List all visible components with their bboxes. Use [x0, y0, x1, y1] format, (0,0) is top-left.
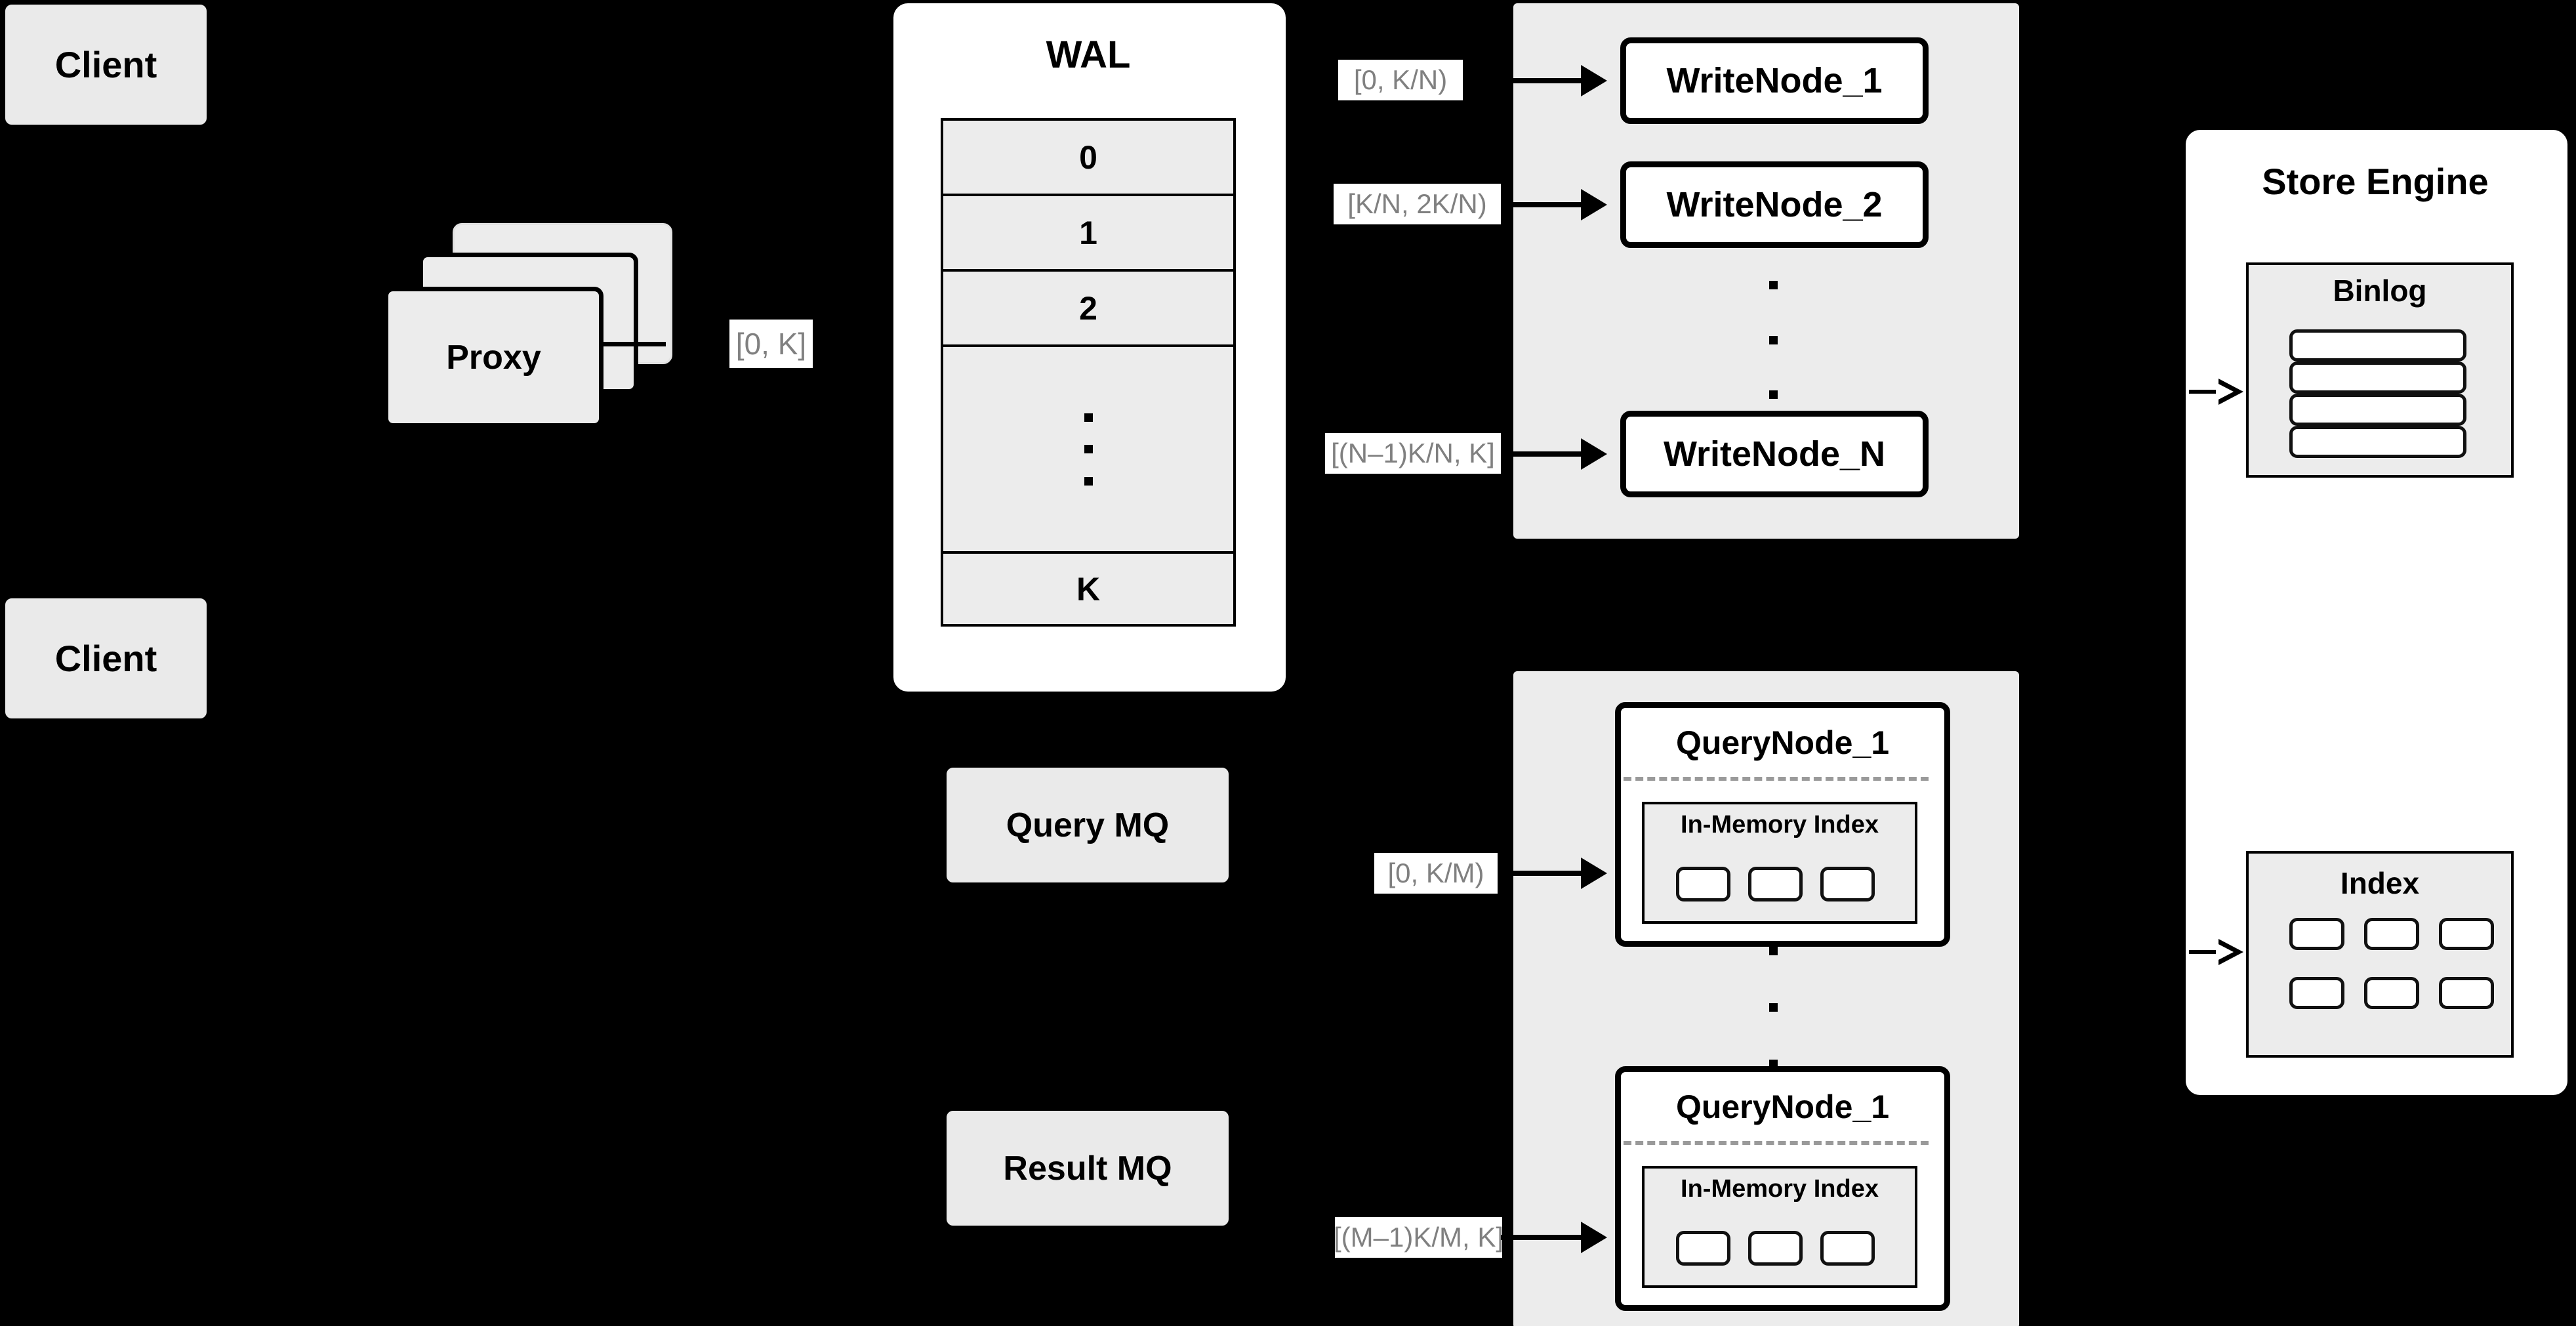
binlog-row-3	[2289, 394, 2466, 426]
query-node-1-label: QueryNode_1	[1621, 724, 1944, 762]
wal-row-1: 1	[943, 196, 1233, 272]
index-cell-6	[2439, 977, 2494, 1009]
query-node-2-in-memory-index: In-Memory Index	[1642, 1166, 1917, 1288]
client-label-2: Client	[54, 638, 157, 679]
query-node-1-index-segment-3	[1820, 867, 1875, 901]
write-node-n[interactable]: WriteNode_N	[1620, 411, 1929, 497]
arrow-line-write-node-n	[1503, 451, 1581, 457]
arrow-head-query-node-1	[1581, 858, 1607, 889]
query-node-1-index-segment-2	[1748, 867, 1803, 901]
wal-row-k-text: K	[1076, 570, 1101, 608]
arrow-head-write-node-2	[1581, 189, 1607, 220]
wal-row-1-text: 1	[1079, 214, 1097, 251]
arrow-line-write-node-2	[1503, 202, 1581, 207]
query-node-1-index-segment-1	[1676, 867, 1730, 901]
query-node-1[interactable]: QueryNode_1 In-Memory Index	[1615, 702, 1950, 947]
range-label-query-node-2: [(M–1)K/M, K]	[1333, 1217, 1504, 1258]
result-mq-label: Result MQ	[1003, 1149, 1172, 1188]
write-node-1[interactable]: WriteNode_1	[1620, 37, 1929, 124]
query-node-2-index-title-text: In-Memory Index	[1681, 1175, 1879, 1203]
wal-row-2: 2	[943, 272, 1233, 347]
wal-title: WAL	[893, 33, 1283, 77]
range-label-proxy-to-wal-text: [0, K]	[735, 327, 807, 361]
query-mq-box[interactable]: Query MQ	[947, 768, 1229, 882]
wal-row-0: 0	[943, 121, 1233, 196]
binlog-panel: Binlog	[2246, 262, 2514, 478]
wal-title-text: WAL	[1046, 33, 1131, 76]
query-mq-label: Query MQ	[1006, 806, 1170, 844]
index-cell-1	[2289, 918, 2344, 950]
store-engine-title-text: Store Engine	[2262, 161, 2489, 202]
result-mq-box[interactable]: Result MQ	[947, 1111, 1229, 1226]
range-label-proxy-to-wal: [0, K]	[729, 320, 813, 368]
wal-ellipsis-dots	[1084, 413, 1093, 486]
wal-table: 0 1 2 K	[941, 118, 1236, 627]
range-label-write-node-1: [0, K/N)	[1338, 60, 1463, 100]
proxy-to-wal-connector	[603, 342, 666, 346]
binlog-title-text: Binlog	[2333, 274, 2427, 308]
binlog-row-1	[2289, 329, 2466, 362]
write-node-2[interactable]: WriteNode_2	[1620, 161, 1929, 248]
query-node-1-label-text: QueryNode_1	[1675, 724, 1890, 761]
index-cell-3	[2439, 918, 2494, 950]
proxy-label: Proxy	[446, 338, 541, 377]
query-node-1-index-title: In-Memory Index	[1645, 811, 1915, 839]
client-box-2[interactable]: Client	[5, 598, 207, 718]
range-label-write-node-2-text: [K/N, 2K/N)	[1347, 188, 1487, 219]
query-node-1-in-memory-index: In-Memory Index	[1642, 802, 1917, 924]
store-engine-title: Store Engine	[2186, 160, 2565, 203]
query-node-2-index-segment-3	[1820, 1231, 1875, 1266]
index-panel: Index	[2246, 851, 2514, 1058]
write-node-2-label: WriteNode_2	[1666, 185, 1883, 224]
range-label-query-node-1-text: [0, K/M)	[1387, 858, 1484, 888]
range-label-query-node-1: [0, K/M)	[1374, 853, 1498, 894]
binlog-row-2	[2289, 362, 2466, 394]
arrow-line-query-node-1	[1501, 871, 1581, 876]
write-node-n-label: WriteNode_N	[1663, 434, 1886, 474]
write-node-1-label: WriteNode_1	[1666, 61, 1883, 100]
arrow-line-index	[2189, 950, 2218, 954]
wal-row-0-text: 0	[1079, 138, 1097, 176]
query-node-2-index-segment-2	[1748, 1231, 1803, 1266]
range-label-write-node-2: [K/N, 2K/N)	[1334, 184, 1501, 224]
index-title-text: Index	[2340, 866, 2420, 900]
wal-row-k: K	[943, 554, 1233, 624]
binlog-row-4	[2289, 426, 2466, 458]
client-box-1[interactable]: Client	[5, 5, 207, 125]
query-node-2[interactable]: QueryNode_1 In-Memory Index	[1615, 1066, 1950, 1311]
index-title: Index	[2249, 865, 2511, 901]
arrow-head-write-node-1	[1581, 65, 1607, 96]
range-label-write-node-1-text: [0, K/N)	[1353, 64, 1448, 95]
range-label-query-node-2-text: [(M–1)K/M, K]	[1333, 1222, 1504, 1253]
range-label-write-node-n: [(N–1)K/N, K]	[1325, 433, 1501, 474]
query-node-2-index-title: In-Memory Index	[1645, 1175, 1915, 1203]
arrow-line-binlog	[2189, 390, 2218, 394]
client-label-1: Client	[54, 44, 157, 85]
arrow-line-query-node-2	[1501, 1235, 1581, 1240]
arrow-line-write-node-1	[1482, 78, 1581, 83]
wal-row-ellipsis	[943, 347, 1233, 554]
query-node-1-index-title-text: In-Memory Index	[1681, 811, 1879, 839]
query-node-1-divider	[1624, 777, 1929, 781]
query-node-2-divider	[1624, 1141, 1929, 1145]
write-group-ellipsis-dots	[1767, 281, 1780, 399]
proxy-box[interactable]: Proxy	[384, 287, 603, 428]
query-group-ellipsis-dots	[1767, 947, 1780, 1068]
binlog-title: Binlog	[2249, 273, 2511, 308]
index-cell-5	[2364, 977, 2419, 1009]
query-node-2-label: QueryNode_1	[1621, 1088, 1944, 1126]
range-label-write-node-n-text: [(N–1)K/N, K]	[1331, 438, 1495, 468]
index-cell-2	[2364, 918, 2419, 950]
wal-row-2-text: 2	[1079, 289, 1097, 327]
arrow-head-binlog	[2216, 379, 2243, 405]
index-cell-4	[2289, 977, 2344, 1009]
query-node-2-index-segment-1	[1676, 1231, 1730, 1266]
arrow-head-query-node-2	[1581, 1222, 1607, 1253]
arrow-head-index	[2216, 939, 2243, 965]
arrow-head-write-node-n	[1581, 438, 1607, 470]
query-node-2-label-text: QueryNode_1	[1675, 1088, 1890, 1125]
